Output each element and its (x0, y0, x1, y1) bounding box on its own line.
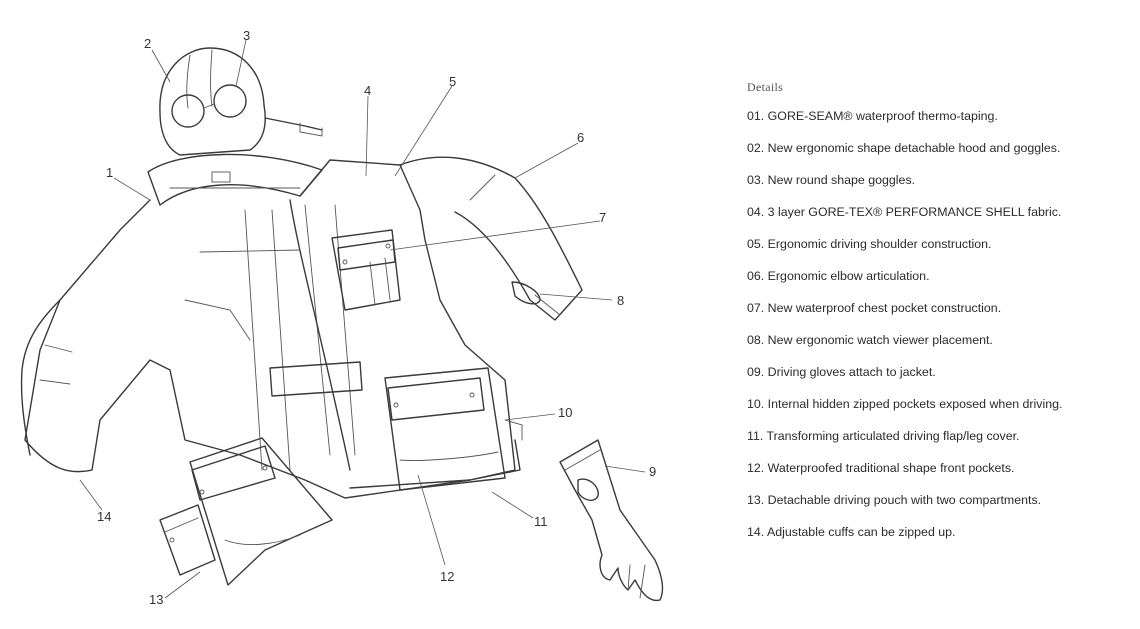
callout-4: 4 (364, 83, 371, 98)
callout-11: 11 (534, 514, 548, 529)
callout-7: 7 (599, 210, 606, 225)
callout-6: 6 (577, 130, 584, 145)
jacket-sketch: 1 2 3 4 5 6 7 8 9 10 11 12 13 14 (20, 28, 664, 607)
detail-item: 04. 3 layer GORE-TEX® PERFORMANCE SHELL … (747, 205, 1062, 219)
callout-5: 5 (449, 74, 456, 89)
detail-item: 11. Transforming articulated driving fla… (747, 429, 1020, 443)
detail-item: 05. Ergonomic driving shoulder construct… (747, 237, 992, 251)
callout-numbers: 1 2 3 4 5 6 7 8 9 10 11 12 13 14 (97, 28, 656, 607)
detail-item: 09. Driving gloves attach to jacket. (747, 365, 936, 379)
driving-glove (559, 439, 664, 602)
callout-2: 2 (144, 36, 151, 51)
left-front-pocket (189, 437, 333, 586)
detail-item: 02. New ergonomic shape detachable hood … (747, 141, 1061, 155)
callout-1: 1 (106, 165, 113, 180)
callout-13: 13 (149, 592, 163, 607)
detail-item: 03. New round shape goggles. (747, 173, 916, 187)
callout-12: 12 (440, 569, 454, 584)
detail-item: 06. Ergonomic elbow articulation. (747, 269, 930, 283)
jacket-body (24, 159, 516, 499)
callout-8: 8 (617, 293, 624, 308)
driving-pouch (159, 504, 216, 576)
detail-item: 12. Waterproofed traditional shape front… (747, 461, 1015, 475)
flap-leg-cover (349, 419, 523, 489)
callout-3: 3 (243, 28, 250, 43)
chest-pocket (331, 229, 401, 311)
right-sleeve-and-cuff (399, 156, 583, 321)
jacket-diagram: 1 2 3 4 5 6 7 8 9 10 11 12 13 14 (20, 28, 664, 607)
collar-and-chest (147, 153, 323, 206)
right-front-pocket (384, 367, 506, 491)
detail-item: 01. GORE-SEAM® waterproof thermo-taping. (747, 109, 998, 123)
callout-10: 10 (558, 405, 572, 420)
detail-item: 13. Detachable driving pouch with two co… (747, 493, 1042, 507)
details-panel: Details 01. GORE-SEAM® waterproof thermo… (747, 80, 1132, 557)
details-title: Details (747, 80, 784, 94)
detail-item: 07. New waterproof chest pocket construc… (747, 301, 1002, 315)
details-list: 01. GORE-SEAM® waterproof thermo-taping.… (747, 109, 1132, 557)
detail-item: 08. New ergonomic watch viewer placement… (747, 333, 993, 347)
detail-item: 14. Adjustable cuffs can be zipped up. (747, 525, 956, 539)
leader-lines (79, 39, 646, 599)
hood-with-goggles (159, 47, 323, 156)
callout-14: 14 (97, 509, 111, 524)
detail-item: 10. Internal hidden zipped pockets expos… (747, 397, 1063, 411)
left-sleeve (20, 299, 73, 456)
callout-9: 9 (649, 464, 656, 479)
